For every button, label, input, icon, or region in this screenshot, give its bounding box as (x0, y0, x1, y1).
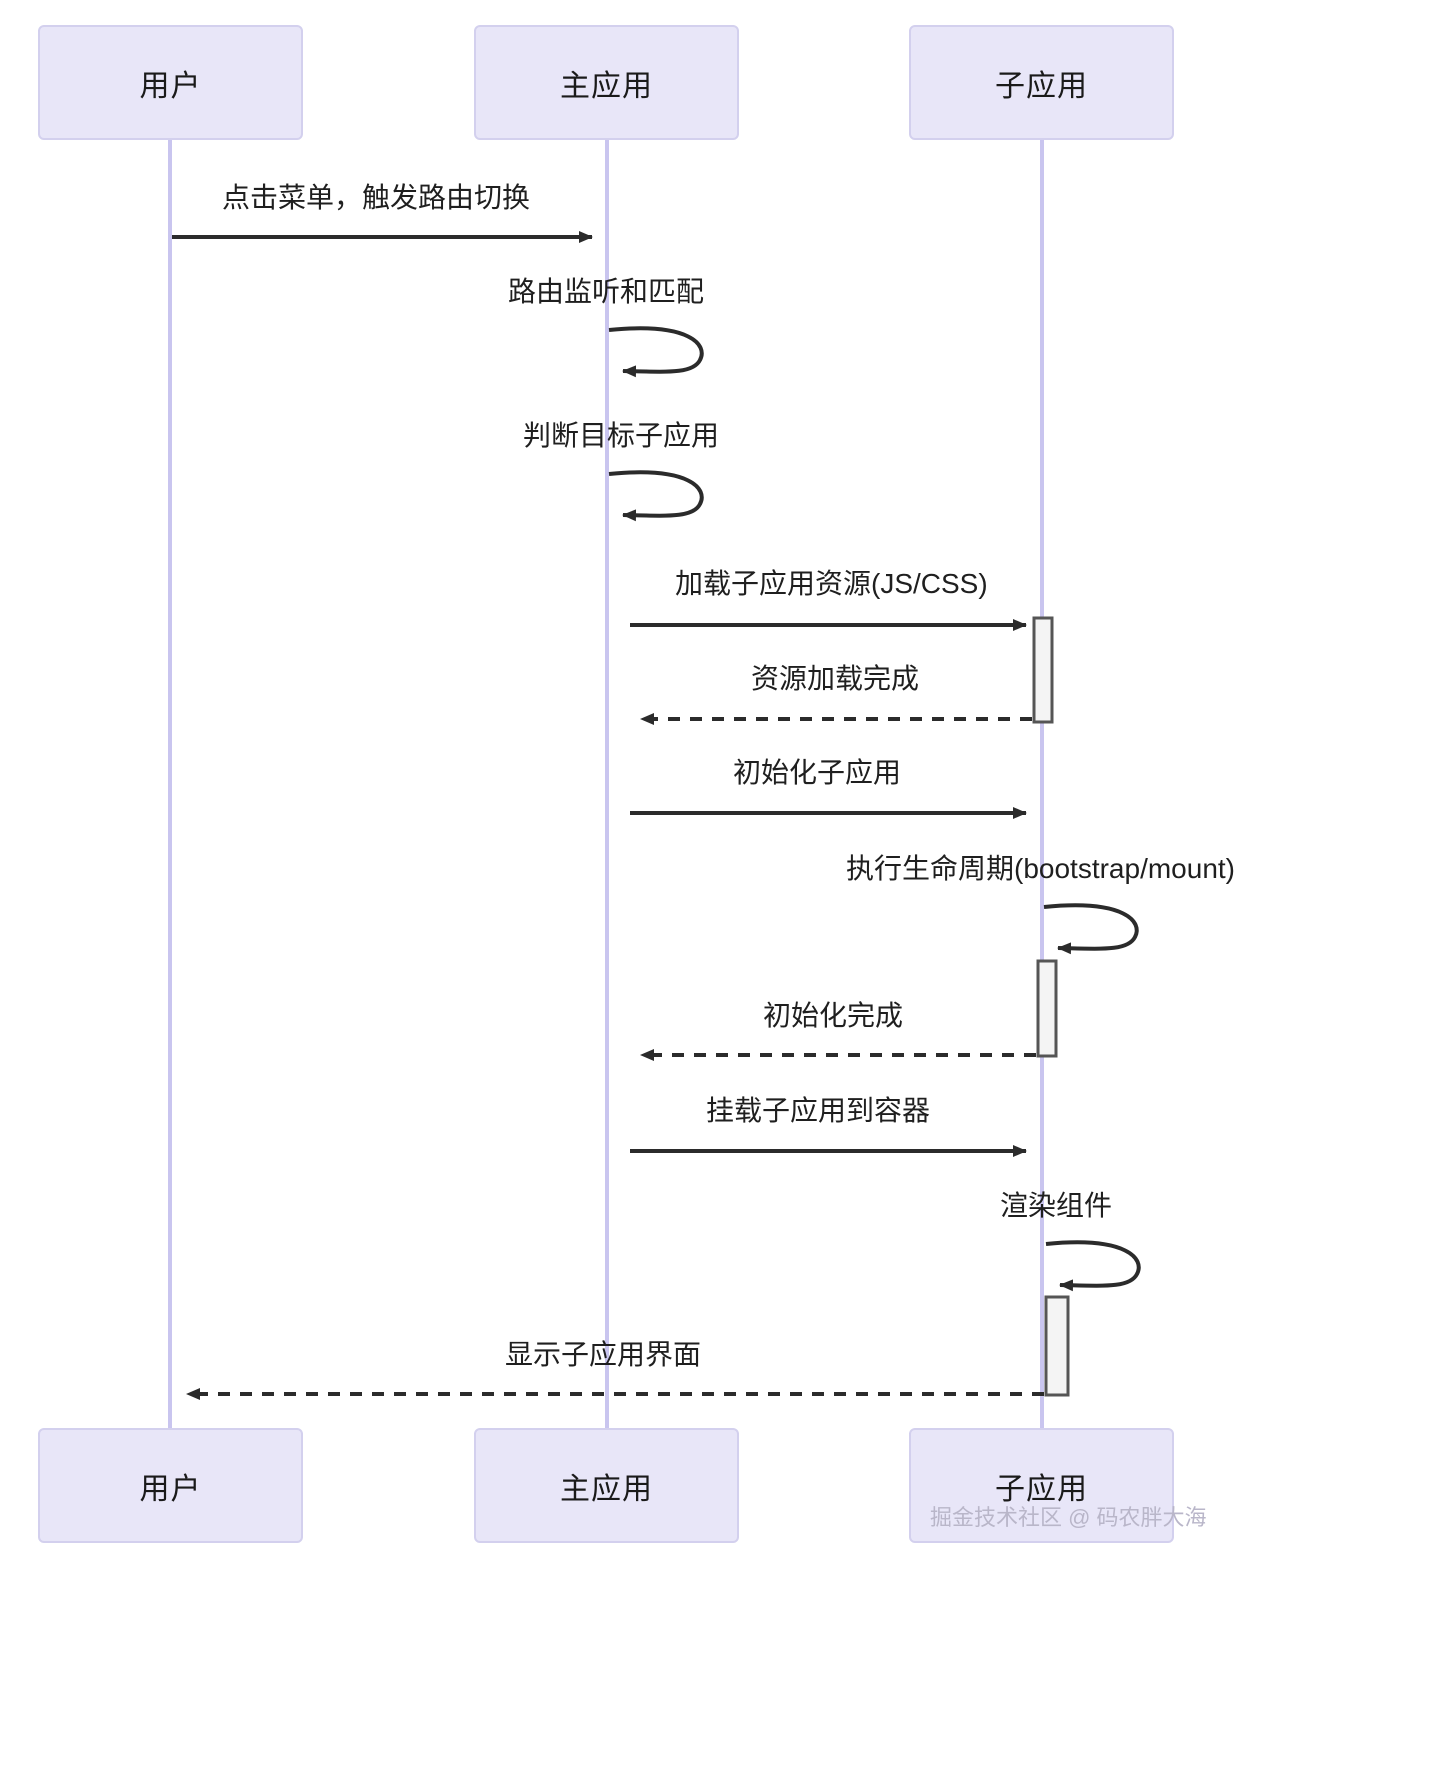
message-label-5: 资源加载完成 (751, 663, 920, 694)
activation-bar (1044, 1295, 1070, 1397)
message-label-2: 路由监听和匹配 (508, 276, 705, 307)
message-arrows (172, 231, 1141, 1400)
message-arrow-7-self (1043, 903, 1139, 955)
activation-bar (1036, 959, 1058, 1058)
participant-box-user-top[interactable]: 用户 (38, 25, 303, 140)
participant-label-main-app: 主应用 (560, 69, 653, 103)
message-label-9: 挂载子应用到容器 (706, 1095, 931, 1126)
lifelines (168, 140, 1044, 1430)
watermark-text: 掘金技术社区 @ 码农胖大海 (930, 1505, 1207, 1530)
message-label-7: 执行生命周期(bootstrap/mount) (846, 853, 1235, 884)
participant-box-main-app-top[interactable]: 主应用 (474, 25, 739, 140)
participant-label-sub-app-bottom: 子应用 (995, 1472, 1088, 1506)
message-arrow-2-self (608, 326, 704, 378)
message-arrow-10-self (1045, 1240, 1141, 1292)
participant-box-sub-app-top[interactable]: 子应用 (909, 25, 1174, 140)
participant-box-sub-app-bottom[interactable]: 子应用 (909, 1428, 1174, 1543)
activation-bar (1032, 616, 1054, 724)
participant-box-user-bottom[interactable]: 用户 (38, 1428, 303, 1543)
message-label-3: 判断目标子应用 (523, 420, 720, 451)
message-arrow-3-self (608, 470, 704, 522)
message-label-1: 点击菜单，触发路由切换 (222, 182, 531, 213)
message-label-6: 初始化子应用 (733, 757, 902, 788)
activation-bars (1032, 616, 1070, 1397)
message-label-10: 渲染组件 (1000, 1190, 1113, 1221)
participant-label-sub-app: 子应用 (995, 69, 1088, 103)
message-label-4: 加载子应用资源(JS/CSS) (675, 568, 988, 599)
participant-label-user-bottom: 用户 (139, 1472, 202, 1506)
participant-label-user: 用户 (139, 69, 202, 103)
participant-box-main-app-bottom[interactable]: 主应用 (474, 1428, 739, 1543)
message-label-11: 显示子应用界面 (505, 1339, 702, 1370)
message-label-8: 初始化完成 (763, 1000, 904, 1031)
participant-label-main-app-bottom: 主应用 (560, 1472, 653, 1506)
